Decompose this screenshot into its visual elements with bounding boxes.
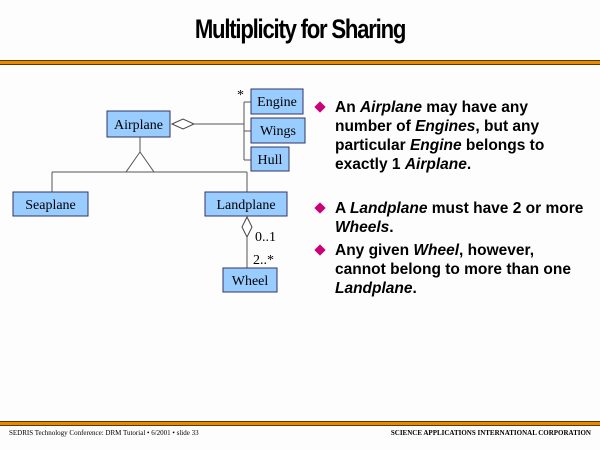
- class-wheel[interactable]: Wheel: [222, 267, 278, 293]
- aggregation-landplane-wheel: [241, 215, 253, 268]
- bullet-list: An Airplane may have any number of Engin…: [314, 98, 584, 323]
- uml-diagram: * 0..1 2..* Airplane Engine Wings Hull S…: [12, 88, 306, 293]
- svg-text:Landplane: Landplane: [216, 198, 275, 213]
- aggregation-airplane-parts: [170, 101, 251, 161]
- title-divider: [0, 60, 600, 65]
- aggregation-diamond-icon: [170, 118, 196, 130]
- inheritance-triangle-icon: [125, 151, 155, 173]
- class-engine[interactable]: Engine: [250, 88, 304, 115]
- footer-left: SEDRIS Technology Conference: DRM Tutori…: [9, 429, 199, 437]
- svg-text:Seaplane: Seaplane: [25, 198, 76, 213]
- svg-text:Hull: Hull: [258, 153, 283, 168]
- slide-title: Multiplicity for Sharing: [194, 14, 407, 44]
- footer-right: SCIENCE APPLICATIONS INTERNATIONAL CORPO…: [390, 429, 591, 437]
- multiplicity-engine: *: [237, 88, 244, 103]
- svg-text:Wings: Wings: [260, 124, 296, 139]
- diamond-bullet-icon: [314, 202, 326, 214]
- footer-divider: [0, 421, 600, 426]
- diamond-bullet-icon: [314, 101, 326, 113]
- class-airplane[interactable]: Airplane: [106, 110, 171, 138]
- generalization: [51, 137, 248, 192]
- svg-text:Airplane: Airplane: [114, 118, 163, 133]
- bullet-item: A Landplane must have 2 or more Wheels.: [314, 199, 584, 237]
- multiplicity-wheel: 2..*: [253, 253, 274, 268]
- bullet-item: An Airplane may have any number of Engin…: [314, 98, 584, 174]
- aggregation-diamond-icon: [241, 215, 253, 239]
- class-hull[interactable]: Hull: [250, 146, 290, 172]
- svg-text:Wheel: Wheel: [232, 274, 269, 289]
- diamond-bullet-icon: [314, 244, 326, 256]
- class-seaplane[interactable]: Seaplane: [12, 191, 89, 217]
- bullet-item: Any given Wheel, however, cannot belong …: [314, 241, 584, 298]
- multiplicity-landplane: 0..1: [255, 230, 276, 245]
- class-wings[interactable]: Wings: [250, 117, 306, 144]
- class-landplane[interactable]: Landplane: [204, 191, 288, 217]
- svg-text:Engine: Engine: [257, 95, 297, 110]
